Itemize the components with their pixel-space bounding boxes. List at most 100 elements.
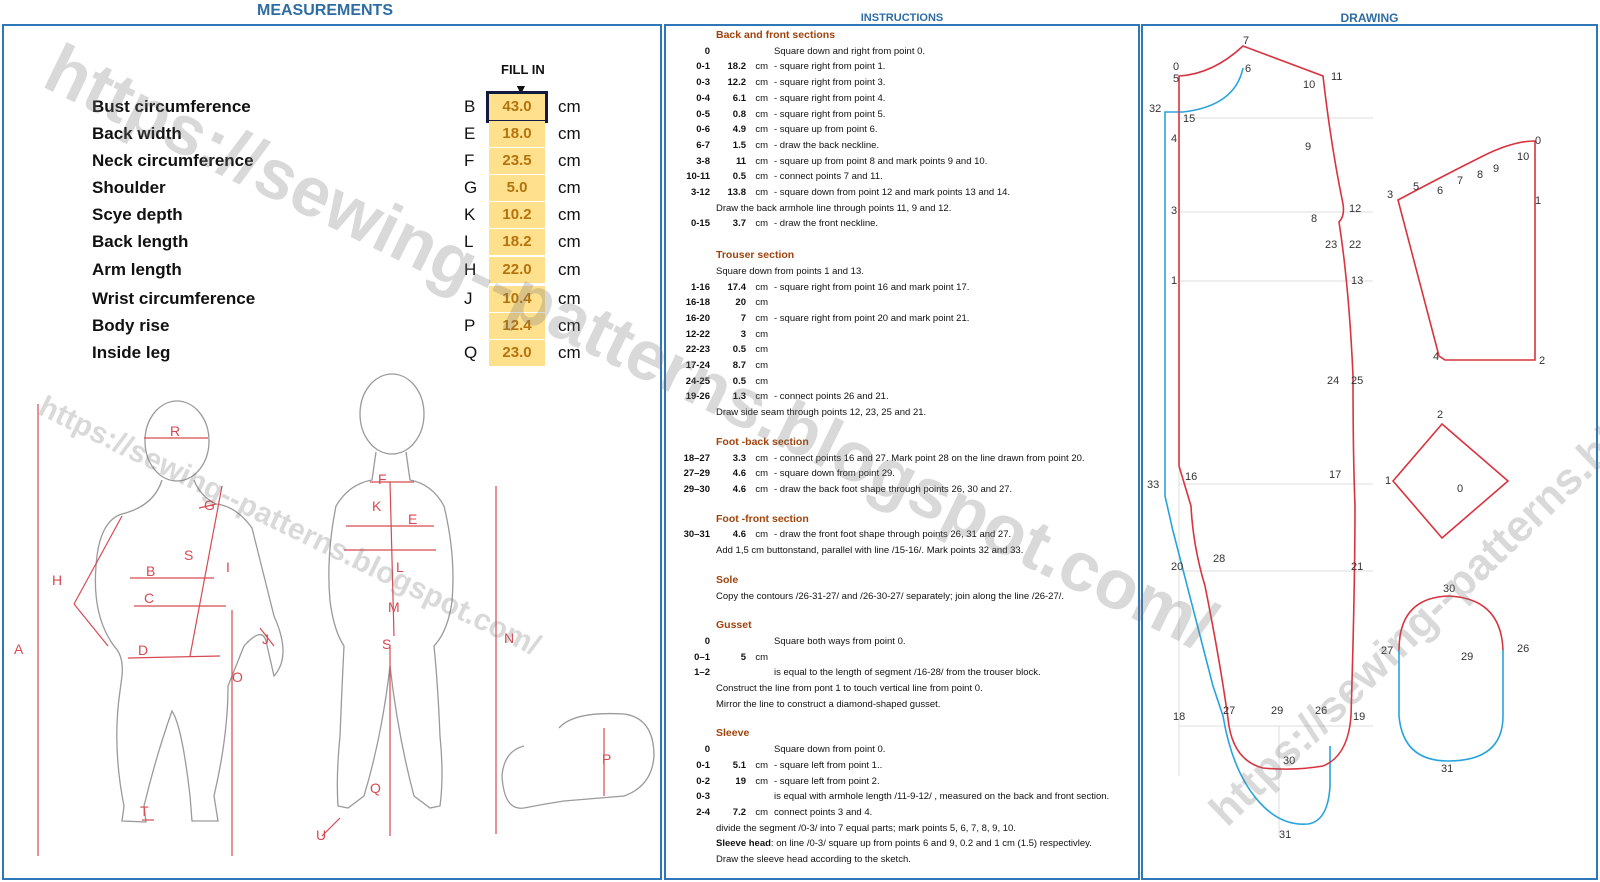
fill-in-header: FILL IN (501, 62, 545, 77)
step-text: - connect points 7 and 11. (774, 171, 883, 183)
step-text: - square right from point 20 and mark po… (774, 312, 970, 324)
instruction-text: Draw the back armhole line through point… (716, 202, 952, 214)
point-label-body: 12 (1349, 203, 1361, 215)
point-label-body: 21 (1351, 561, 1363, 573)
step-text (768, 650, 774, 666)
measurement-value-input[interactable]: 12.4 (489, 313, 545, 339)
step-length: 12.2 (727, 77, 747, 89)
figure-measure-letter: S (184, 547, 193, 563)
step-length: 13.8 (727, 187, 747, 199)
point-label-gusset: 0 (1457, 483, 1463, 495)
point-label-sleeve: 1 (1535, 195, 1541, 207)
step-point: 19-26 (685, 391, 710, 403)
step-point: 1–2 (694, 667, 710, 679)
figure-measure-letter: A (14, 641, 24, 657)
measurement-value-input[interactable]: 18.0 (489, 121, 545, 147)
sleeve-head-desc: : on line /0-3/ square up from points 6 … (770, 838, 1092, 850)
instruction-text: Draw side seam through points 12, 23, 25… (716, 407, 927, 419)
step-text: - square right from point 5. (774, 108, 886, 120)
point-label-sleeve: 8 (1477, 169, 1483, 181)
point-label-body: 25 (1351, 375, 1363, 387)
measurement-value-input[interactable]: 23.0 (489, 340, 545, 366)
figure-measure-letter: F (378, 471, 387, 487)
measurement-value-input[interactable]: 22.0 (489, 257, 545, 283)
point-label-body: 17 (1329, 469, 1341, 481)
step-text: - draw the back foot shape through point… (774, 483, 1013, 495)
measurement-value-input[interactable]: 43.0 (486, 91, 548, 123)
point-label-sleeve: 3 (1387, 189, 1393, 201)
measurement-unit: cm (558, 343, 581, 362)
step-point: 30–31 (683, 529, 710, 541)
point-label-sleeve: 5 (1413, 181, 1419, 193)
measurement-unit: cm (558, 205, 581, 224)
step-text: - draw the front foot shape through poin… (774, 529, 1012, 541)
step-text: Square down from point 0. (774, 744, 886, 756)
step-length: 5 (740, 651, 746, 663)
instruction-text: divide the segment /0-3/ into 7 equal pa… (716, 822, 1016, 834)
figure-measure-letter: U (316, 827, 326, 843)
point-label-sole: 27 (1381, 645, 1393, 657)
measurement-value-input[interactable]: 18.2 (489, 229, 545, 255)
step-unit: cm (755, 139, 768, 151)
step-length (710, 789, 746, 805)
section-title: Sleeve (716, 727, 750, 740)
step-text: - square down from point 29. (774, 468, 895, 480)
instruction-text: Copy the contours /26-31-27/ and /26-30-… (716, 590, 1065, 602)
point-label-body: 19 (1353, 711, 1365, 723)
point-label-body: 11 (1331, 71, 1342, 83)
sole-back-outline (1398, 595, 1504, 651)
step-length: 1.3 (732, 391, 746, 403)
measurement-unit: cm (558, 289, 581, 308)
step-unit: cm (755, 375, 768, 387)
step-text: connect points 3 and 4. (774, 806, 873, 818)
sole-front-outline (1398, 650, 1504, 762)
measurement-label: Inside leg (92, 343, 171, 362)
step-unit: cm (755, 171, 768, 183)
point-label-body: 31 (1279, 829, 1291, 841)
step-text: - draw the back neckline. (774, 139, 880, 151)
step-unit: cm (755, 529, 768, 541)
point-label-body: 27 (1223, 705, 1235, 717)
measurement-value-input[interactable]: 10.2 (489, 202, 545, 228)
step-length: 6.1 (732, 92, 746, 104)
measurement-value-input[interactable]: 23.5 (489, 148, 545, 174)
sleeve-outline (1397, 140, 1536, 361)
step-point: 3-12 (690, 187, 710, 199)
step-length: 1.5 (732, 139, 746, 151)
measurement-value-input[interactable]: 5.0 (489, 175, 545, 201)
point-label-sole: 26 (1517, 643, 1529, 655)
seated-figure (501, 712, 655, 809)
point-label-body: 1 (1171, 275, 1177, 287)
step-length: 11 (735, 155, 746, 167)
point-label-body: 20 (1171, 561, 1183, 573)
point-label-body: 4 (1171, 133, 1177, 145)
step-length (710, 44, 746, 60)
step-point: 0-1 (696, 759, 710, 771)
step-text (768, 295, 774, 311)
measurement-unit: cm (558, 124, 581, 143)
step-unit: cm (755, 328, 768, 340)
step-unit: cm (755, 155, 768, 167)
point-label-sleeve: 9 (1493, 163, 1499, 175)
step-point: 1-16 (690, 281, 710, 293)
section-title: Foot -back section (716, 435, 809, 448)
step-text: - connect points 26 and 21. (774, 391, 889, 403)
measurement-value-input[interactable]: 10.4 (489, 286, 545, 312)
step-point: 16-20 (685, 312, 710, 324)
figure-measure-letter: B (146, 563, 155, 579)
point-label-body: 3 (1171, 205, 1177, 217)
